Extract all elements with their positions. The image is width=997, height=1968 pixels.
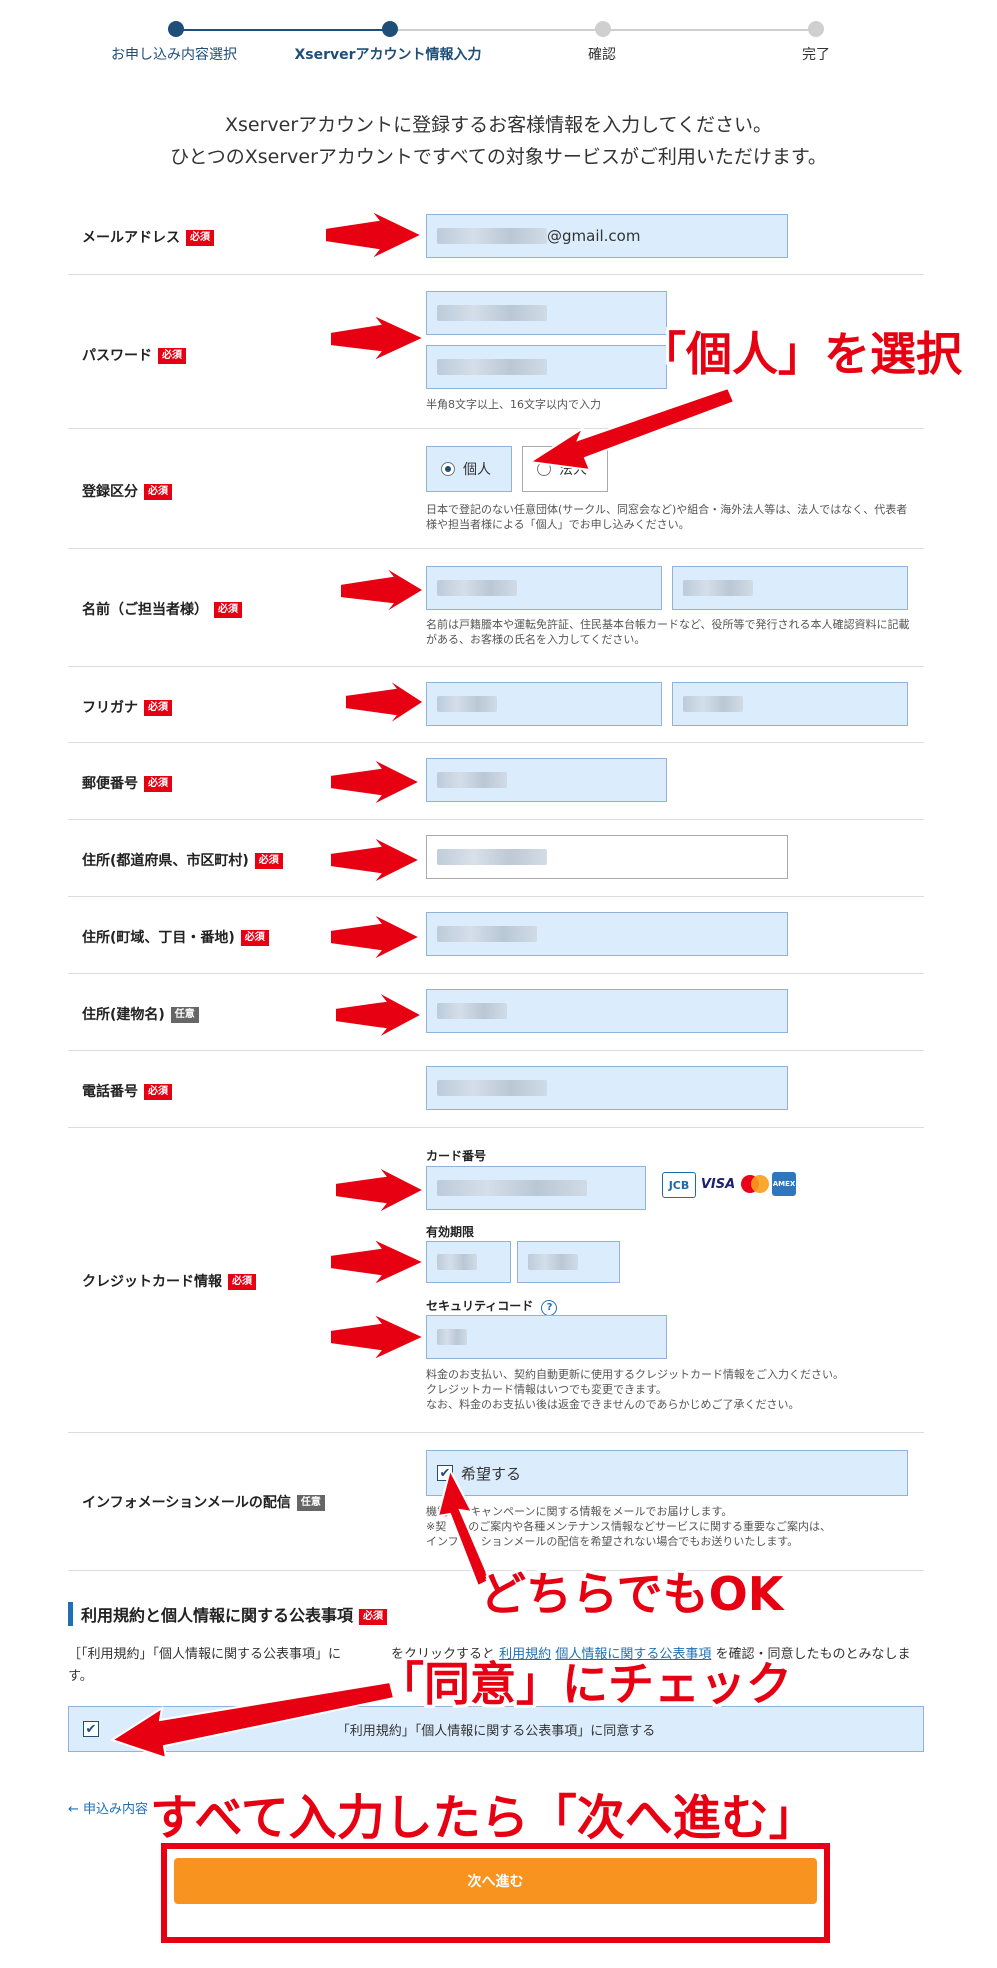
step-dot-3: [595, 21, 611, 37]
first-name-kana-input[interactable]: [672, 682, 908, 726]
expiry-label: 有効期限: [426, 1225, 475, 1239]
credit-card-hint: 料金のお支払い、契約自動更新に使用するクレジットカード情報をご入力ください。 ク…: [426, 1368, 844, 1411]
terms-link[interactable]: 利用規約: [499, 1647, 552, 1662]
expiry-month-select[interactable]: [426, 1241, 511, 1283]
next-button[interactable]: 次へ進む: [174, 1858, 817, 1904]
password-input[interactable]: [426, 291, 667, 335]
name-label: 名前（ご担当者様）必須: [82, 599, 242, 619]
next-button-highlight: [161, 1843, 830, 1943]
step-label-2: Xserverアカウント情報入力: [294, 47, 482, 63]
last-name-input[interactable]: [426, 566, 662, 610]
step-dot-4: [808, 21, 824, 37]
arrow-individual: [527, 386, 736, 472]
password-label: パスワード必須: [82, 345, 186, 365]
step-dot-1: [168, 21, 184, 37]
radio-individual[interactable]: 個人: [426, 446, 512, 492]
arrow-address3: [334, 990, 425, 1040]
step-dot-2: [382, 21, 398, 37]
registration-type-hint: 日本で登記のない任意団体(サークル、同窓会など)や組合・海外法人等は、法人ではな…: [426, 503, 908, 531]
amex-icon: AMEX: [772, 1172, 796, 1196]
mastercard-icon: [740, 1174, 770, 1194]
annotation-check-agree: 「同意」にチェック: [378, 1657, 792, 1711]
info-mail-hint: 機能 キャンペーンに関する情報をメールでお届けします。 ※契 のご案内や各種メン…: [426, 1505, 831, 1548]
security-code-input[interactable]: [426, 1315, 667, 1359]
phone-input[interactable]: [426, 1066, 788, 1110]
arrow-info-mail: [436, 1467, 492, 1588]
furigana-label: フリガナ必須: [82, 697, 172, 717]
agree-checkbox-row[interactable]: ✔ 「利用規約」「個人情報に関する公表事項」に同意する: [68, 1706, 924, 1752]
arrow-address2: [329, 912, 423, 962]
postal-label: 郵便番号必須: [82, 773, 172, 793]
card-number-label: カード番号: [426, 1149, 487, 1163]
intro-line-2: ひとつのXserverアカウントですべての対象サービスがご利用いただけます。: [170, 146, 827, 168]
annotation-either-ok: どちらでもOK: [480, 1567, 784, 1621]
address3-label: 住所(建物名)任意: [82, 1004, 199, 1024]
arrow-furigana: [344, 677, 426, 727]
address1-input[interactable]: [426, 835, 788, 879]
terms-text: ［「利用規約」「個人情報に関する公表事項」にをクリックすると 利用規約 個人情報…: [68, 1647, 911, 1684]
arrow-address1: [329, 835, 423, 885]
postal-input[interactable]: [426, 758, 667, 802]
email-input[interactable]: @gmail.com: [426, 214, 788, 258]
password-confirm-input[interactable]: [426, 345, 667, 389]
intro-line-1: Xserverアカウントに登録するお客様情報を入力してください。: [224, 114, 773, 136]
back-link[interactable]: ← 申込み内容: [68, 1802, 149, 1817]
phone-label: 電話番号必須: [82, 1081, 172, 1101]
jcb-icon: JCB: [662, 1172, 696, 1198]
stepper-line-done: [176, 29, 390, 31]
arrow-card-number: [334, 1165, 427, 1215]
last-name-kana-input[interactable]: [426, 682, 662, 726]
step-label-4: 完了: [802, 47, 830, 63]
arrow-password: [329, 313, 427, 363]
arrow-security: [329, 1312, 427, 1362]
credit-card-label: クレジットカード情報必須: [82, 1271, 256, 1291]
arrow-expiry: [329, 1237, 427, 1287]
terms-title: 利用規約と個人情報に関する公表事項必須: [68, 1602, 388, 1626]
arrow-agree: [109, 1680, 396, 1760]
annotation-all-done: すべて入力したら「次へ進む」: [150, 1790, 817, 1846]
radio-individual-circle: [441, 462, 455, 476]
email-label: メールアドレス必須: [82, 227, 214, 247]
address3-input[interactable]: [426, 989, 788, 1033]
registration-type-label: 登録区分必須: [82, 481, 172, 501]
step-label-1: お申し込み内容選択: [111, 47, 237, 63]
address1-label: 住所(都道府県、市区町村)必須: [82, 850, 283, 870]
arrow-name: [339, 565, 426, 615]
password-hint: 半角8文字以上、16文字以内で入力: [426, 398, 601, 411]
expiry-year-select[interactable]: [517, 1241, 620, 1283]
arrow-postal: [329, 757, 423, 807]
address2-input[interactable]: [426, 912, 788, 956]
privacy-link[interactable]: 個人情報に関する公表事項: [555, 1647, 712, 1662]
info-mail-label: インフォメーションメールの配信任意: [82, 1492, 325, 1512]
address2-label: 住所(町域、丁目・番地)必須: [82, 927, 269, 947]
visa-icon: VISA: [698, 1172, 738, 1196]
card-number-input[interactable]: [426, 1166, 646, 1210]
agree-check-icon[interactable]: ✔: [83, 1721, 99, 1737]
step-label-3: 確認: [588, 47, 616, 63]
annotation-select-individual: 「個人」を選択: [640, 327, 962, 381]
first-name-input[interactable]: [672, 566, 908, 610]
name-hint: 名前は戸籍謄本や運転免許証、住民基本台帳カードなど、役所等で発行される本人確認資…: [426, 618, 910, 646]
arrow-email: [324, 209, 425, 261]
